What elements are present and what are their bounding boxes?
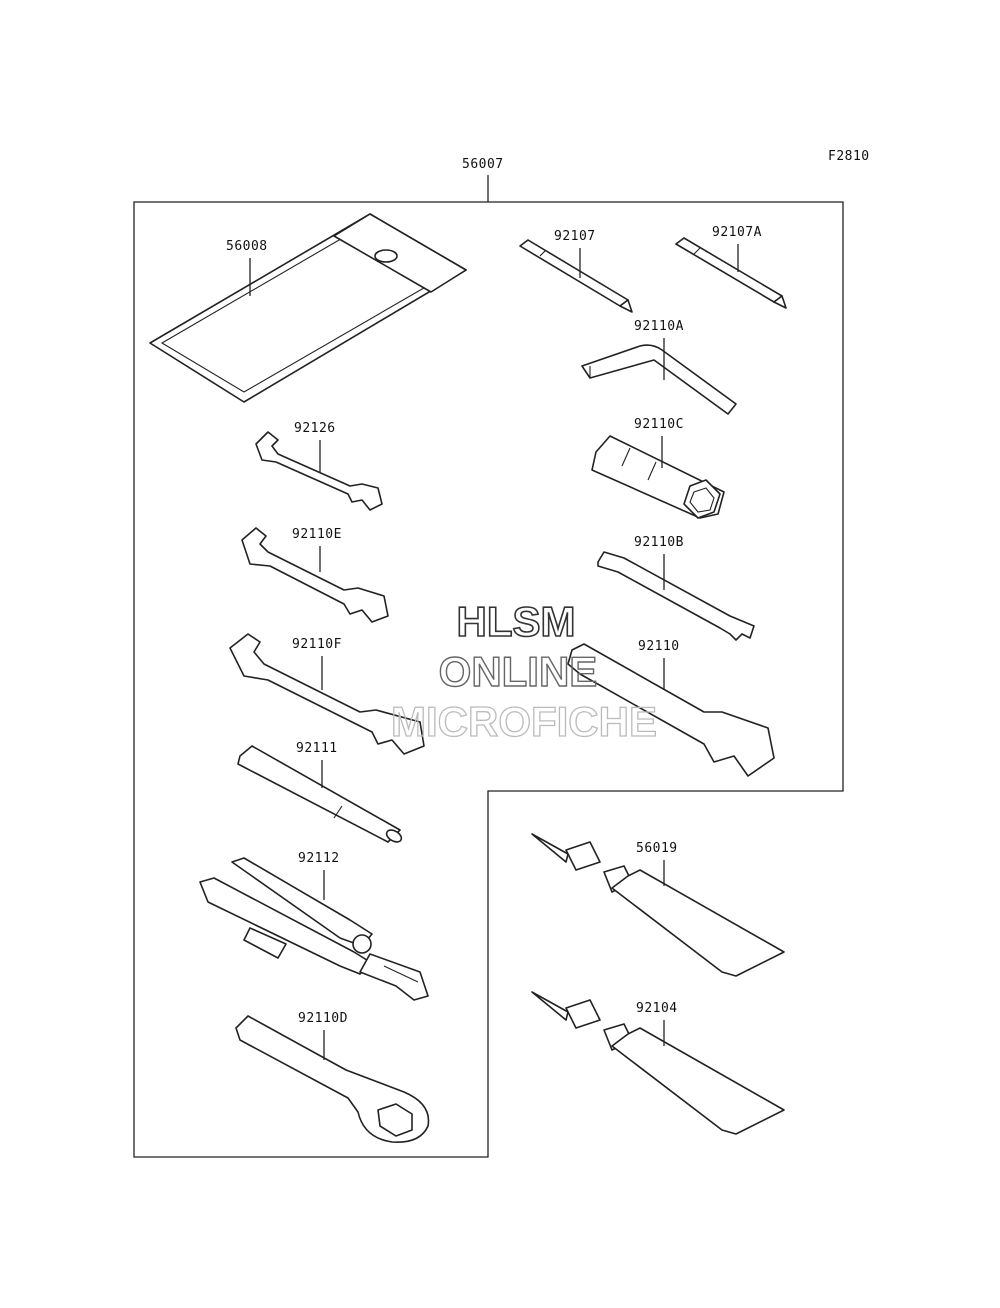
pliers-92112: 92112 xyxy=(199,851,429,1001)
assembly-label: 56007 xyxy=(462,157,504,172)
label-92110F: 92110F xyxy=(292,637,342,652)
grease-tube-56019: 56019 xyxy=(531,833,785,977)
handle-tube-92111: 92111 xyxy=(237,741,403,843)
watermark-line-3: MICROFICHE xyxy=(391,698,657,745)
label-92110B: 92110B xyxy=(634,535,684,550)
wrench-92110E: 92110E xyxy=(241,527,389,623)
box-spanner-92110C: 92110C xyxy=(591,417,725,519)
figure-id: F2810 xyxy=(828,149,870,164)
tool-bag-56008: 56008 xyxy=(149,213,467,403)
screwdriver-bit-92107A: 92107A xyxy=(675,225,787,309)
wrench-92110F: 92110F xyxy=(229,633,425,755)
label-92110A: 92110A xyxy=(634,319,684,334)
label-92107A: 92107A xyxy=(712,225,762,240)
watermark-line-1: HLSM xyxy=(457,598,576,645)
watermark-line-2: ONLINE xyxy=(439,648,598,695)
wrench-92126: 92126 xyxy=(255,421,383,511)
screwdriver-bit-92107: 92107 xyxy=(519,229,633,313)
label-56019: 56019 xyxy=(636,841,678,856)
label-92126: 92126 xyxy=(294,421,336,436)
label-92110D: 92110D xyxy=(298,1011,348,1026)
assembly-boundary xyxy=(133,201,844,1158)
spanner-plate-92110B: 92110B xyxy=(597,535,755,641)
label-92111: 92111 xyxy=(296,741,338,756)
label-92107: 92107 xyxy=(554,229,596,244)
label-92110C: 92110C xyxy=(634,417,684,432)
label-92112: 92112 xyxy=(298,851,340,866)
label-56008: 56008 xyxy=(226,239,268,254)
wrench-92110: 92110 xyxy=(567,639,775,777)
label-92104: 92104 xyxy=(636,1001,678,1016)
hex-key-92110A: 92110A xyxy=(581,319,737,415)
watermark: HLSM ONLINE MICROFICHE xyxy=(390,597,657,745)
grease-tube-92104: 92104 xyxy=(531,991,785,1135)
box-wrench-92110D: 92110D xyxy=(235,1011,430,1143)
label-92110: 92110 xyxy=(638,639,680,654)
label-92110E: 92110E xyxy=(292,527,342,542)
